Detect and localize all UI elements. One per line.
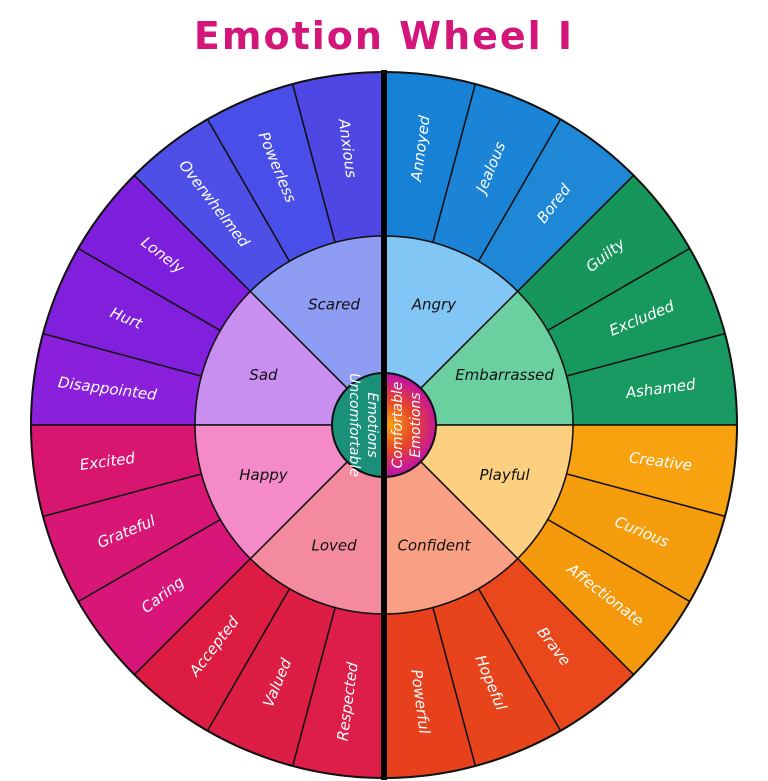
hub-label-comfortable-line1: Comfortable: [390, 382, 406, 469]
hub-comfortable: [384, 373, 436, 477]
core-label-loved: Loved: [311, 537, 357, 555]
center-hub: Uncomfortable Emotions Comfortable Emoti…: [331, 372, 437, 478]
hub-label-uncomfortable-line1: Uncomfortable: [346, 373, 362, 477]
inner-ring: Sad Scared AngryEmbarrassedPlayfulConfiden…: [194, 235, 574, 615]
hub-label-uncomfortable-line2: Emotions: [364, 392, 380, 457]
hub-uncomfortable: [332, 373, 384, 477]
core-label-sad: Sad: [249, 366, 278, 384]
page-title: Emotion Wheel I: [193, 14, 575, 58]
core-label-confident: Confident: [397, 537, 471, 555]
core-label-angry: Angry: [411, 295, 457, 313]
hub-label-uncomfortable: Uncomfortable Emotions: [346, 373, 380, 477]
hub-label-comfortable-line2: Emotions: [408, 392, 424, 457]
outer-border: [30, 71, 738, 779]
core-label-scared: Scared: [308, 295, 360, 313]
core-label-playful: Playful: [479, 466, 530, 484]
hub-label-comfortable: Comfortable Emotions: [390, 382, 424, 469]
core-label-embarrassed: Embarrassed: [455, 366, 554, 384]
core-label-happy: Happy: [239, 466, 289, 484]
